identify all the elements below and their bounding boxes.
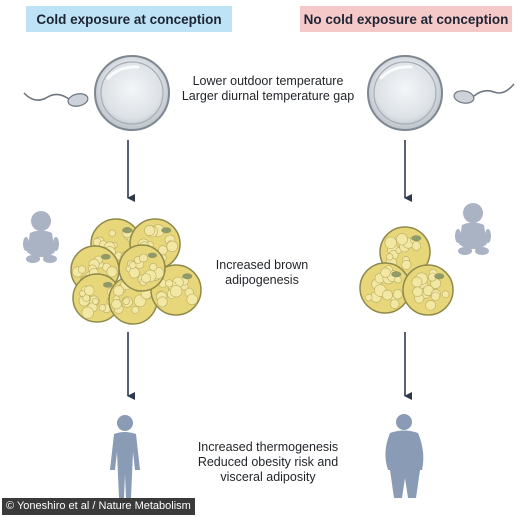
outcome-line-2: Reduced obesity risk and: [197, 455, 339, 469]
obese-person-icon: [385, 414, 424, 498]
fat-cell-cluster-icon: [70, 218, 202, 325]
no-cold-exposure-header: No cold exposure at conception: [300, 6, 512, 32]
temperature-label: Lower outdoor temperature Larger diurnal…: [168, 74, 368, 104]
petri-dish-icon: [367, 55, 443, 131]
sperm-icon: [23, 92, 89, 107]
baby-icon: [23, 211, 59, 263]
brown-line-1: Increased brown: [215, 258, 309, 272]
baby-icon: [455, 203, 491, 255]
temperature-line-1: Lower outdoor temperature: [192, 74, 344, 88]
outcome-label: Increased thermogenesis Reduced obesity …: [168, 440, 368, 485]
outcome-line-1: Increased thermogenesis: [197, 440, 339, 454]
cold-exposure-header: Cold exposure at conception: [26, 6, 232, 32]
sperm-icon: [453, 83, 515, 104]
lean-person-icon: [110, 415, 140, 498]
outcome-line-3: visceral adiposity: [220, 470, 316, 484]
image-credit: © Yoneshiro et al / Nature Metabolism: [2, 498, 195, 515]
fat-cell-cluster-icon: [359, 226, 454, 316]
petri-dish-icon: [94, 55, 170, 131]
temperature-line-2: Larger diurnal temperature gap: [181, 89, 355, 103]
brown-adipogenesis-label: Increased brown adipogenesis: [192, 258, 332, 288]
brown-line-2: adipogenesis: [225, 273, 299, 287]
